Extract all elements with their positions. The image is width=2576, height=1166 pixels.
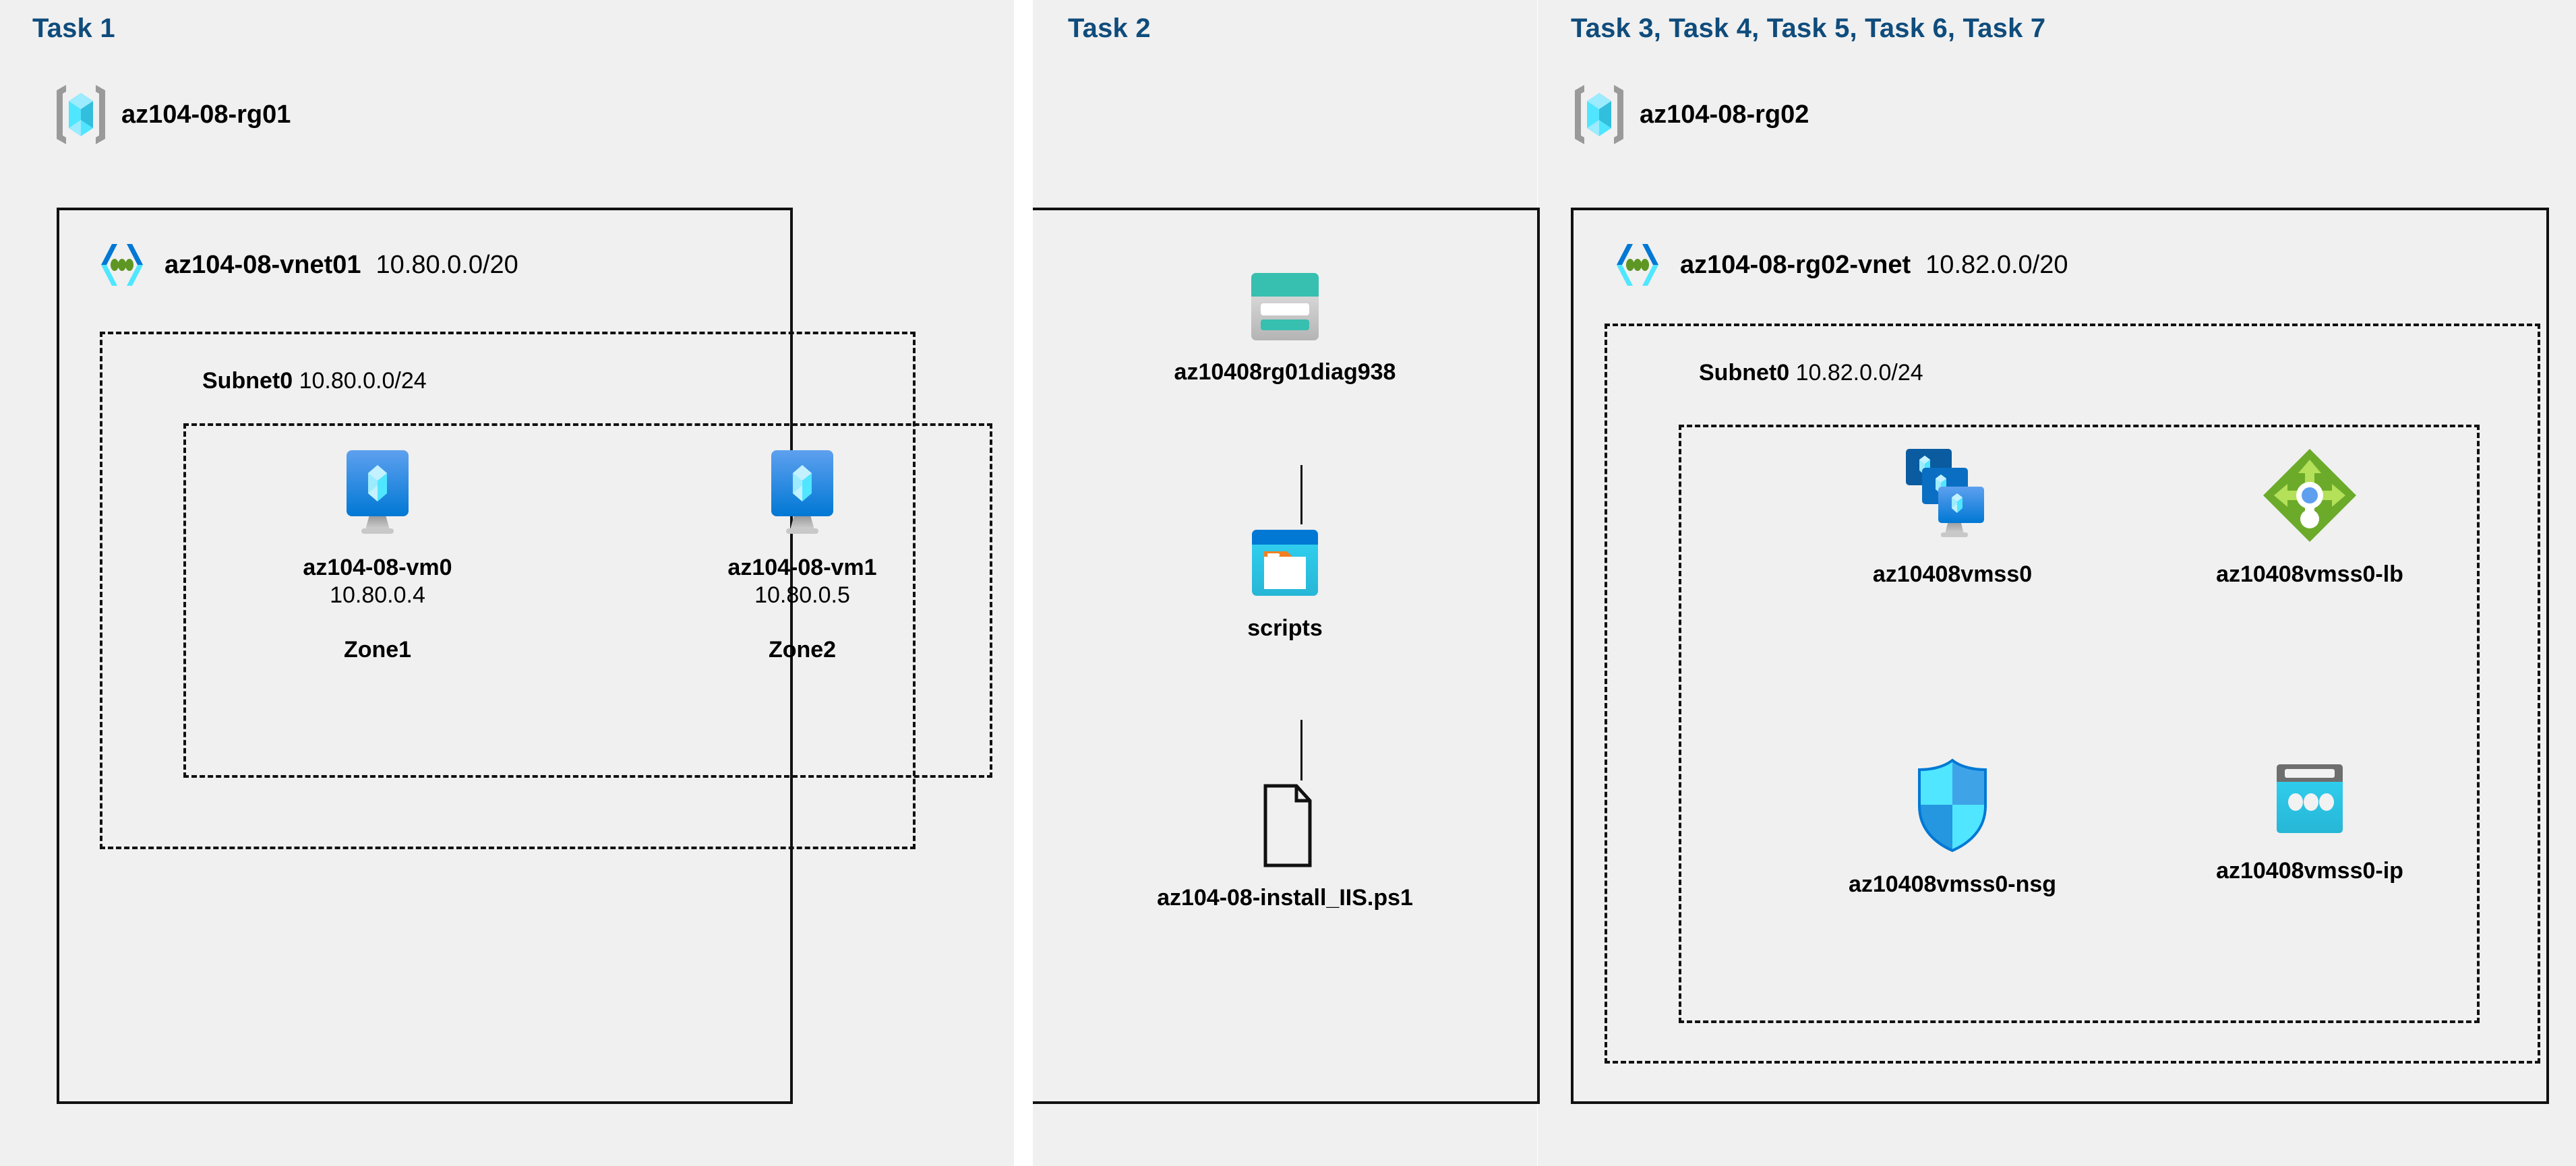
node-vm-scale-set[interactable]: az10408vmss0 xyxy=(1804,445,2101,588)
node-az104-08-vm0[interactable]: az104-08-vm0 10.80.0.4 Zone1 xyxy=(249,445,506,663)
resource-group-rg02-label: az104-08-rg02 xyxy=(1640,100,1809,129)
task-2-label: Task 2 xyxy=(1068,13,1151,43)
load-balancer-label: az10408vmss0-lb xyxy=(2216,561,2403,587)
rg02-vnet-header: az104-08-rg02-vnet 10.82.0.0/20 xyxy=(1610,241,2068,288)
resource-group-rg01: az104-08-rg01 xyxy=(53,82,291,147)
node-public-ip-address[interactable]: az10408vmss0-ip xyxy=(2161,755,2458,884)
node-load-balancer[interactable]: az10408vmss0-lb xyxy=(2161,445,2458,588)
subnet0-right-caption: Subnet0 10.82.0.0/24 xyxy=(1699,360,1923,386)
storage-account-icon xyxy=(1248,270,1322,344)
file-icon xyxy=(1248,782,1322,869)
storage-account-label: az10408rg01diag938 xyxy=(1174,359,1396,385)
virtual-machine-icon xyxy=(762,445,843,539)
task2-boundary xyxy=(1033,208,1540,1104)
panel-task-3 xyxy=(1538,0,2576,1166)
node-ps1-file[interactable]: az104-08-install_IIS.ps1 xyxy=(1157,782,1413,911)
node-az104-08-vm1[interactable]: az104-08-vm1 10.80.0.5 Zone2 xyxy=(674,445,930,663)
vm0-zone: Zone1 xyxy=(343,636,412,663)
connector-scripts-to-file xyxy=(1300,720,1302,780)
vmss-label: az10408vmss0 xyxy=(1872,561,2033,587)
subnet0-left-name: Subnet0 xyxy=(202,368,293,394)
subnet0-right-name: Subnet0 xyxy=(1699,360,1790,386)
connector-storage-to-scripts xyxy=(1300,465,1302,524)
public-ip-address-icon xyxy=(2266,755,2354,842)
subnet0-left-caption: Subnet0 10.80.0.0/24 xyxy=(202,368,427,394)
vnet01-header: az104-08-vnet01 10.80.0.0/20 xyxy=(94,241,518,288)
vm0-name: az104-08-vm0 xyxy=(303,555,452,580)
task-3-7-label: Task 3, Task 4, Task 5, Task 6, Task 7 xyxy=(1571,13,2046,43)
vm0-ip: 10.80.0.4 xyxy=(330,582,425,609)
panel-task-1 xyxy=(0,0,1014,1166)
rg02-vnet-boundary xyxy=(1571,208,2549,1104)
ps1-file-label: az104-08-install_IIS.ps1 xyxy=(1157,885,1413,911)
zone-group-boundary xyxy=(183,423,992,778)
resource-group-rg02: az104-08-rg02 xyxy=(1571,82,1809,147)
public-ip-label: az10408vmss0-ip xyxy=(2216,858,2403,884)
task-1-label: Task 1 xyxy=(32,13,115,43)
subnet0-left-boundary xyxy=(100,332,916,849)
node-network-security-group[interactable]: az10408vmss0-nsg xyxy=(1804,755,2101,898)
virtual-network-icon xyxy=(1610,241,1665,288)
subnet0-left-cidr: 10.80.0.0/24 xyxy=(299,368,427,394)
vnet01-name: az104-08-vnet01 xyxy=(164,250,361,279)
node-storage-account[interactable]: az10408rg01diag938 xyxy=(1157,270,1413,386)
node-blob-container[interactable]: scripts xyxy=(1157,526,1413,642)
vmss-group-boundary xyxy=(1679,425,2480,1023)
rg02-vnet-name: az104-08-rg02-vnet xyxy=(1680,250,1911,279)
vnet01-cidr: 10.80.0.0/20 xyxy=(376,250,518,279)
blob-container-icon xyxy=(1248,526,1322,600)
blob-container-label: scripts xyxy=(1247,615,1323,641)
resource-group-icon xyxy=(1571,82,1627,147)
subnet0-right-cidr: 10.82.0.0/24 xyxy=(1795,360,1923,386)
vm-scale-set-icon xyxy=(1902,445,2003,546)
nsg-label: az10408vmss0-nsg xyxy=(1848,871,2057,897)
load-balancer-icon xyxy=(2259,445,2360,546)
vm1-name: az104-08-vm1 xyxy=(727,555,877,580)
resource-group-icon xyxy=(53,82,109,147)
virtual-machine-icon xyxy=(337,445,418,539)
virtual-network-icon xyxy=(94,241,150,288)
network-security-group-icon xyxy=(1909,755,1996,856)
vm1-ip: 10.80.0.5 xyxy=(754,582,850,609)
rg02-vnet-cidr: 10.82.0.0/20 xyxy=(1925,250,2068,279)
subnet0-right-boundary xyxy=(1605,324,2540,1064)
vm1-zone: Zone2 xyxy=(768,636,837,663)
vnet01-boundary xyxy=(57,208,793,1104)
resource-group-rg01-label: az104-08-rg01 xyxy=(121,100,291,129)
